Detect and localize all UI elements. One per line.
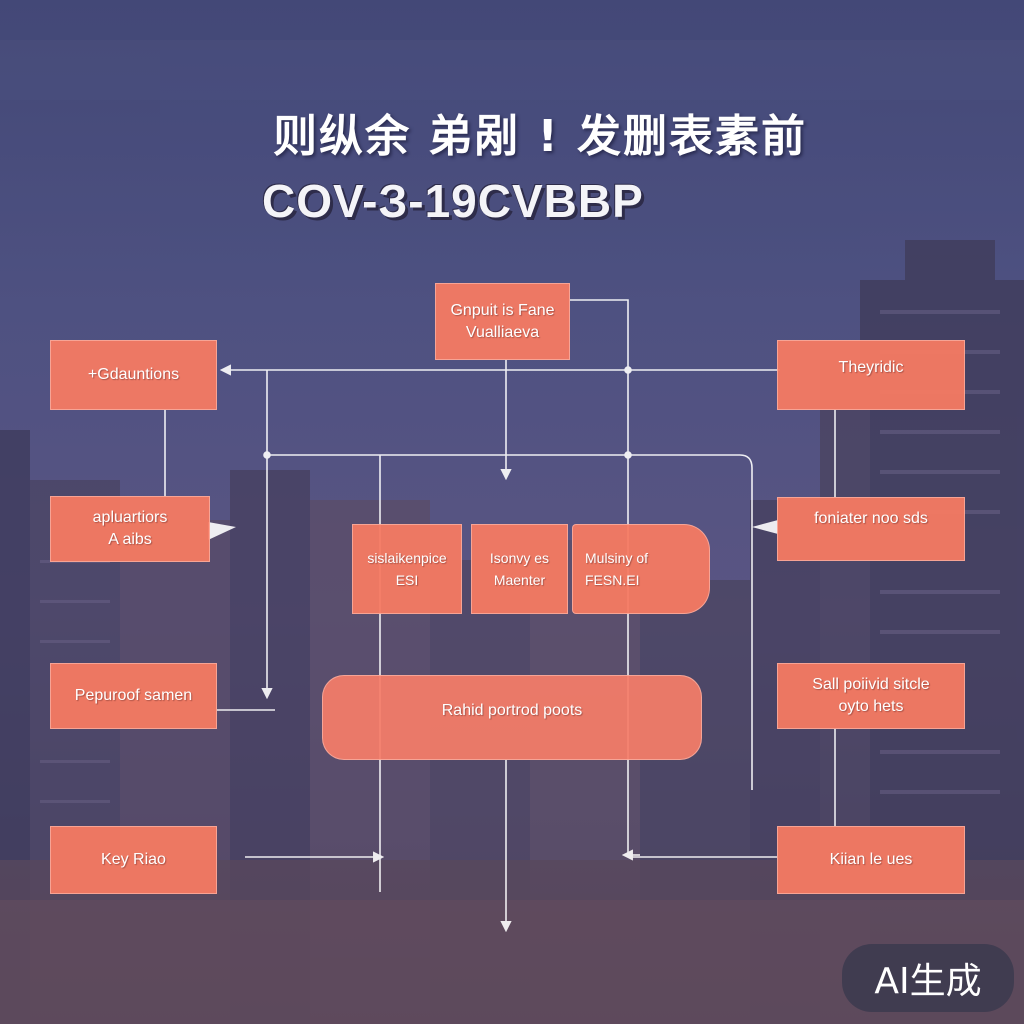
node-top: Gnpuit is Fane Vualliaeva: [435, 283, 570, 360]
node-center-3: Mulsiny of FESN.EI: [572, 524, 710, 614]
node-right-3: Sall poiivid sitcle oyto hets: [777, 663, 965, 729]
node-center-3-line2: FESN.EI: [585, 572, 640, 588]
connector-node: [624, 451, 632, 459]
ai-generated-badge: AI生成: [842, 944, 1014, 1012]
connector-node: [263, 451, 271, 459]
node-center-1: sislaikenpice ESI: [352, 524, 462, 614]
node-left-3: Pepuroof samen: [50, 663, 217, 729]
node-center-2-line1: Isonvy es: [489, 550, 550, 566]
node-right-1: Theyridic: [777, 340, 965, 410]
node-center-2-line2: Maenter: [493, 572, 546, 588]
node-left-4-line1: Key Riao: [101, 851, 166, 868]
node-left-2: apluartiors A aibs: [50, 496, 210, 562]
node-left-1-line1: +Gdauntions: [87, 366, 180, 383]
node-left-2-line2: A aibs: [108, 531, 152, 548]
pointer-left-2: [208, 522, 236, 540]
node-bottom-pill: Rahid portrod poots: [322, 675, 702, 760]
node-left-1: +Gdauntions: [50, 340, 217, 410]
node-right-2: foniater noo sds: [777, 497, 965, 561]
node-right-3-line2: oyto hets: [838, 698, 904, 715]
node-bottom-pill-label: Rahid portrod poots: [441, 702, 583, 719]
node-left-4: Key Riao: [50, 826, 217, 894]
node-left-2-line1: apluartiors: [92, 509, 168, 526]
page-subtitle: COV-З-19CVBBP: [262, 175, 644, 227]
pointer-right-2: [752, 520, 778, 534]
node-left-3-line1: Pepuroof samen: [74, 687, 193, 704]
node-center-2: Isonvy es Maenter: [471, 524, 568, 614]
node-center-1-line1: sislaikenpice: [367, 550, 447, 566]
node-right-4-line1: Kiian le ues: [829, 851, 913, 868]
node-center-1-line2: ESI: [395, 572, 419, 588]
page-title: 则纵余 弟剐 ! 发删表素前: [272, 111, 808, 162]
connector-node: [624, 366, 632, 374]
node-right-2-line1: foniater noo sds: [814, 510, 928, 527]
connector-top-right: [570, 299, 629, 855]
node-right-1-line1: Theyridic: [838, 359, 904, 376]
node-right-4: Kiian le ues: [777, 826, 965, 894]
connector-row-2: [267, 454, 753, 790]
node-top-line2: Vualliaeva: [465, 323, 540, 341]
node-center-3-line1: Mulsiny of: [585, 550, 649, 566]
node-right-3-line1: Sall poiivid sitcle: [812, 676, 930, 693]
node-top-line1: Gnpuit is Fane: [450, 301, 555, 319]
